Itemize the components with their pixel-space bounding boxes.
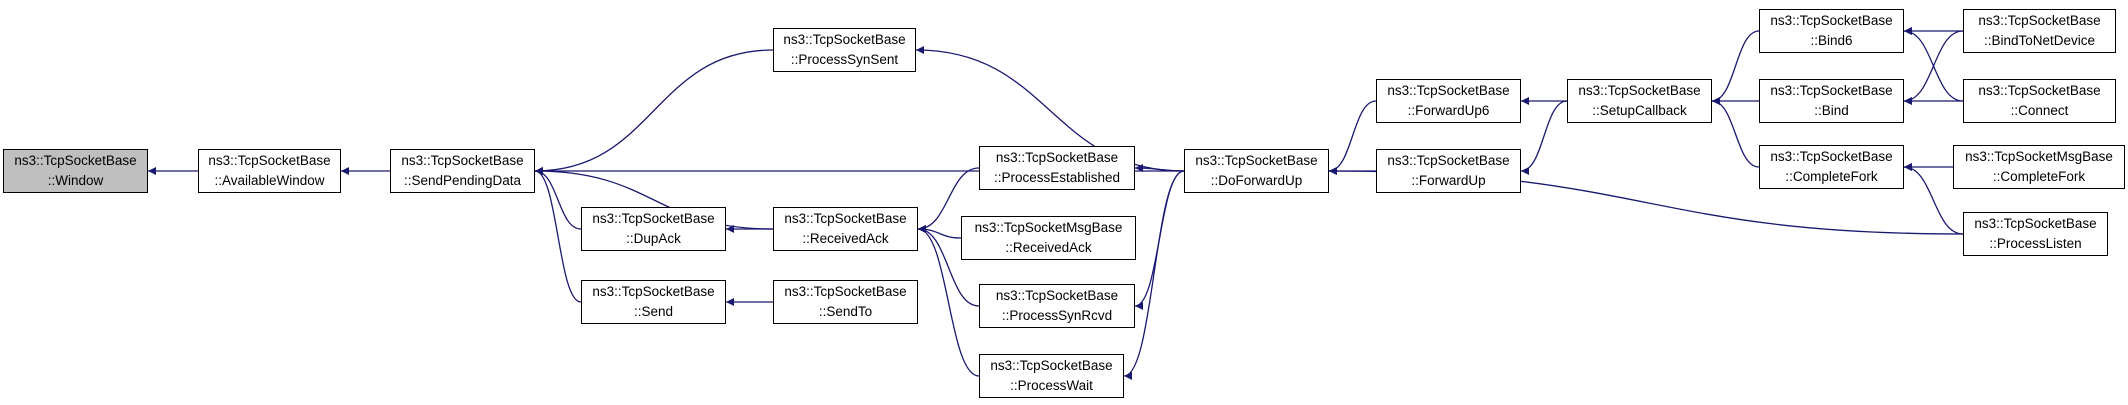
node-dup-ack-method: ::DupAck xyxy=(626,231,681,246)
node-process-syn-sent[interactable]: ns3::TcpSocketBase ::ProcessSynSent xyxy=(773,28,916,72)
node-process-established-method: ::ProcessEstablished xyxy=(993,170,1121,185)
node-bind-to-net-device-class: ns3::TcpSocketBase xyxy=(1978,13,2101,28)
node-bind6[interactable]: ns3::TcpSocketBase ::Bind6 xyxy=(1759,9,1904,53)
node-bind6-method: ::Bind6 xyxy=(1810,33,1853,48)
node-window: ns3::TcpSocketBase ::Window xyxy=(3,149,148,193)
node-complete-fork-class: ns3::TcpSocketBase xyxy=(1770,149,1893,164)
node-received-ack[interactable]: ns3::TcpSocketBase ::ReceivedAck xyxy=(773,207,918,251)
node-process-established-class: ns3::TcpSocketBase xyxy=(995,150,1119,165)
node-process-listen[interactable]: ns3::TcpSocketBase ::ProcessListen xyxy=(1963,212,2108,256)
node-send-to[interactable]: ns3::TcpSocketBase ::SendTo xyxy=(773,280,918,324)
node-forward-up[interactable]: ns3::TcpSocketBase ::ForwardUp xyxy=(1376,149,1521,193)
node-send-to-method: ::SendTo xyxy=(818,304,873,319)
node-msg-received-ack[interactable]: ns3::TcpSocketMsgBase ::ReceivedAck xyxy=(961,216,1136,260)
edge-forward-up6-to-do-forward-up xyxy=(1328,100,1377,175)
node-do-forward-up-method: ::DoForwardUp xyxy=(1210,173,1303,188)
edge-bind-to-net-device-to-bind xyxy=(1903,30,1964,105)
node-msg-complete-fork-class: ns3::TcpSocketMsgBase xyxy=(1965,149,2113,164)
node-setup-callback[interactable]: ns3::TcpSocketBase ::SetupCallback xyxy=(1567,79,1712,123)
node-msg-complete-fork-method: ::CompleteFork xyxy=(1992,169,2086,184)
node-bind[interactable]: ns3::TcpSocketBase ::Bind xyxy=(1759,79,1904,123)
node-msg-received-ack-class: ns3::TcpSocketMsgBase xyxy=(974,220,1123,235)
node-bind6-class: ns3::TcpSocketBase xyxy=(1770,13,1893,28)
node-received-ack-method: ::ReceivedAck xyxy=(802,231,889,246)
node-send-pending-data[interactable]: ns3::TcpSocketBase ::SendPendingData xyxy=(390,149,535,193)
edge-do-forward-up-to-process-wait xyxy=(1123,170,1185,380)
edge-setup-callback-to-forward-up xyxy=(1520,100,1568,175)
edge-process-listen-to-complete-fork xyxy=(1903,163,1964,235)
node-send-pending-data-class: ns3::TcpSocketBase xyxy=(401,153,524,168)
node-connect-method: ::Connect xyxy=(2010,103,2069,118)
edge-dup-ack-to-send-pending-data xyxy=(534,167,582,230)
node-window-method: ::Window xyxy=(47,173,104,188)
node-process-syn-sent-method: ::ProcessSynSent xyxy=(790,52,899,67)
edge-process-syn-sent-to-send-pending-data xyxy=(534,49,774,175)
node-process-established[interactable]: ns3::TcpSocketBase ::ProcessEstablished xyxy=(979,146,1135,190)
node-process-wait[interactable]: ns3::TcpSocketBase ::ProcessWait xyxy=(979,354,1124,398)
node-process-listen-class: ns3::TcpSocketBase xyxy=(1974,216,2097,231)
node-forward-up-method: ::ForwardUp xyxy=(1411,173,1486,188)
node-bind-method: ::Bind xyxy=(1814,103,1849,118)
node-process-syn-rcvd-class: ns3::TcpSocketBase xyxy=(995,288,1119,303)
node-do-forward-up[interactable]: ns3::TcpSocketBase ::DoForwardUp xyxy=(1184,149,1329,193)
node-complete-fork-method: ::CompleteFork xyxy=(1785,169,1878,184)
node-available-window-method: ::AvailableWindow xyxy=(214,173,325,188)
node-dup-ack-class: ns3::TcpSocketBase xyxy=(592,211,715,226)
node-process-syn-rcvd-method: ::ProcessSynRcvd xyxy=(1001,308,1113,323)
node-connect[interactable]: ns3::TcpSocketBase ::Connect xyxy=(1963,79,2116,123)
edge-do-forward-up-to-process-established xyxy=(1134,164,1185,173)
node-connect-class: ns3::TcpSocketBase xyxy=(1978,83,2101,98)
edge-bind6-to-setup-callback xyxy=(1711,30,1760,105)
node-forward-up6[interactable]: ns3::TcpSocketBase ::ForwardUp6 xyxy=(1376,79,1521,123)
node-received-ack-class: ns3::TcpSocketBase xyxy=(784,211,907,226)
node-do-forward-up-class: ns3::TcpSocketBase xyxy=(1195,153,1318,168)
node-msg-received-ack-method: ::ReceivedAck xyxy=(1005,240,1092,255)
node-forward-up6-class: ns3::TcpSocketBase xyxy=(1387,83,1510,98)
node-complete-fork[interactable]: ns3::TcpSocketBase ::CompleteFork xyxy=(1759,145,1904,189)
node-send-method: ::Send xyxy=(633,304,674,319)
node-send[interactable]: ns3::TcpSocketBase ::Send xyxy=(581,280,726,324)
edge-process-wait-to-received-ack xyxy=(917,225,980,377)
node-bind-to-net-device-method: ::BindToNetDevice xyxy=(1983,33,2096,48)
node-msg-complete-fork[interactable]: ns3::TcpSocketMsgBase ::CompleteFork xyxy=(1953,145,2125,189)
node-send-pending-data-method: ::SendPendingData xyxy=(403,173,522,188)
node-process-syn-sent-class: ns3::TcpSocketBase xyxy=(783,32,906,47)
edge-complete-fork-to-setup-callback xyxy=(1711,97,1760,168)
edge-send-to-send-pending-data xyxy=(534,167,582,303)
node-available-window-class: ns3::TcpSocketBase xyxy=(208,153,331,168)
edge-process-established-to-received-ack xyxy=(917,167,980,233)
node-available-window[interactable]: ns3::TcpSocketBase ::AvailableWindow xyxy=(198,149,341,193)
node-bind-class: ns3::TcpSocketBase xyxy=(1770,83,1893,98)
node-process-syn-rcvd[interactable]: ns3::TcpSocketBase ::ProcessSynRcvd xyxy=(979,284,1135,328)
node-setup-callback-class: ns3::TcpSocketBase xyxy=(1578,83,1701,98)
node-process-wait-method: ::ProcessWait xyxy=(1010,378,1093,393)
node-window-class: ns3::TcpSocketBase xyxy=(14,153,137,168)
node-forward-up-class: ns3::TcpSocketBase xyxy=(1387,153,1510,168)
node-dup-ack[interactable]: ns3::TcpSocketBase ::DupAck xyxy=(581,207,726,251)
node-setup-callback-method: ::SetupCallback xyxy=(1592,103,1687,118)
node-send-to-class: ns3::TcpSocketBase xyxy=(784,284,907,299)
node-bind-to-net-device[interactable]: ns3::TcpSocketBase ::BindToNetDevice xyxy=(1963,9,2116,53)
node-process-listen-method: ::ProcessListen xyxy=(1989,236,2082,251)
node-process-wait-class: ns3::TcpSocketBase xyxy=(990,358,1113,373)
node-forward-up6-method: ::ForwardUp6 xyxy=(1407,103,1490,118)
node-send-class: ns3::TcpSocketBase xyxy=(592,284,715,299)
edge-process-syn-rcvd-to-received-ack xyxy=(917,225,980,307)
